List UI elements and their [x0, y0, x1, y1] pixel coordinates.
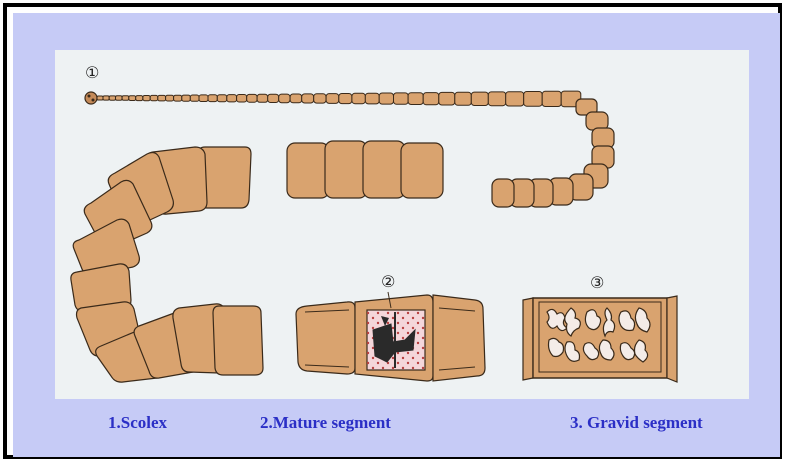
c-curve-segments: [71, 147, 263, 382]
neck-segment: [524, 92, 543, 107]
neck-segment: [182, 95, 191, 101]
neck-segment: [257, 94, 268, 102]
neck-segment: [217, 95, 227, 102]
neck-segment: [408, 93, 423, 105]
neck-segment: [455, 92, 472, 105]
neck-segment: [103, 96, 109, 100]
neck-segment: [439, 92, 455, 105]
neck-segment: [237, 95, 247, 103]
middle-segments: [287, 141, 443, 198]
marker-1: ①: [85, 63, 99, 82]
neck-segment: [116, 96, 123, 101]
caption-gravid-segment: 3. Gravid segment: [570, 413, 703, 433]
neck-segment: [326, 94, 339, 104]
neck-segment: [290, 94, 302, 103]
neck-segment: [136, 96, 143, 101]
tapeworm-drawing: ①: [55, 50, 749, 399]
neck-segment: [166, 95, 174, 101]
caption-scolex: 1.Scolex: [108, 413, 167, 433]
neck-segment: [122, 96, 129, 101]
neck-segment: [488, 92, 506, 106]
neck-segment: [190, 95, 199, 101]
caption-mature-segment: 2.Mature segment: [260, 413, 391, 433]
marker-3: ③: [590, 273, 604, 292]
neck-segment: [129, 96, 136, 101]
diagram-frame: ①: [3, 3, 782, 459]
neck-segment: [279, 94, 290, 103]
neck-segment: [268, 94, 279, 102]
neck-segment: [109, 96, 115, 100]
marker-2: ②: [381, 272, 395, 291]
svg-text:③: ③: [590, 273, 604, 292]
neck-segment: [208, 95, 217, 102]
neck-segment: [394, 93, 409, 104]
neck-segment: [302, 94, 314, 103]
neck-segment: [199, 95, 208, 102]
neck-segment: [247, 94, 257, 102]
tapeworm-illustration: ①: [55, 50, 749, 399]
neck-segment: [542, 91, 561, 106]
neck-segment: [150, 95, 158, 100]
neck-segment: [174, 95, 182, 101]
neck-segment: [352, 93, 366, 103]
neck-segments: [97, 91, 581, 107]
neck-segment: [506, 92, 524, 106]
diagram-panel: ①: [13, 13, 780, 457]
curve-segments: [492, 99, 614, 207]
neck-segment: [314, 94, 326, 103]
svg-text:①: ①: [85, 63, 99, 82]
neck-segment: [339, 94, 352, 104]
svg-text:②: ②: [381, 272, 395, 291]
neck-segment: [97, 96, 103, 100]
neck-segment: [365, 93, 379, 104]
mature-segment: [296, 292, 485, 381]
neck-segment: [143, 96, 150, 101]
neck-segment: [227, 95, 237, 102]
neck-segment: [471, 92, 488, 105]
neck-segment: [158, 95, 166, 101]
neck-segment: [379, 93, 393, 104]
scolex: [85, 92, 97, 104]
neck-segment: [423, 93, 439, 105]
gravid-segment: [523, 296, 677, 382]
